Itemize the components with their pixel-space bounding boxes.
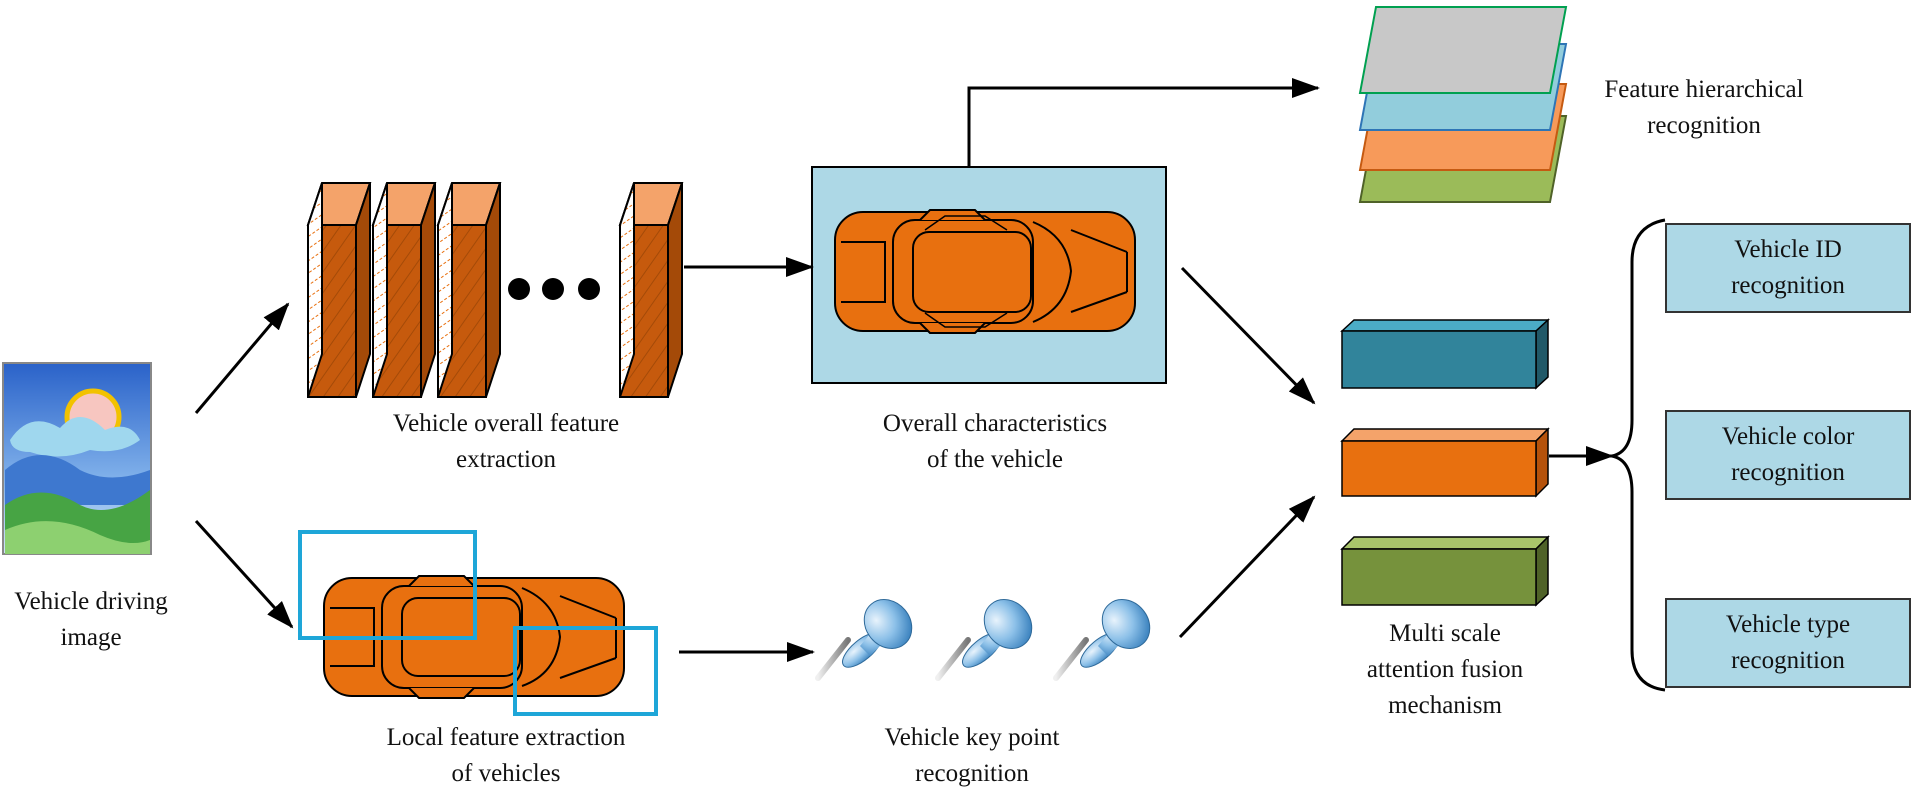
feature-map-icon bbox=[306, 182, 372, 398]
feature-map-icon bbox=[436, 182, 502, 398]
feature-layers-icon bbox=[1358, 6, 1568, 203]
local-region-frame bbox=[513, 626, 658, 716]
feature-block-icon bbox=[1340, 318, 1550, 390]
pushpin-icon bbox=[815, 599, 913, 681]
output-brace bbox=[1611, 218, 1666, 692]
pushpin-icon bbox=[935, 599, 1033, 681]
feature-map-icon bbox=[371, 182, 437, 398]
feature-block-icon bbox=[1340, 427, 1550, 498]
local-region-frame bbox=[298, 530, 477, 640]
feature-block-icon bbox=[1340, 535, 1550, 607]
pushpin-icon bbox=[1053, 599, 1151, 681]
car-topview-icon bbox=[834, 209, 1136, 334]
ellipsis-dots bbox=[508, 278, 600, 300]
flow-arrows bbox=[194, 78, 1614, 662]
feature-map-icon bbox=[618, 182, 684, 398]
landscape-image-icon bbox=[2, 362, 152, 555]
